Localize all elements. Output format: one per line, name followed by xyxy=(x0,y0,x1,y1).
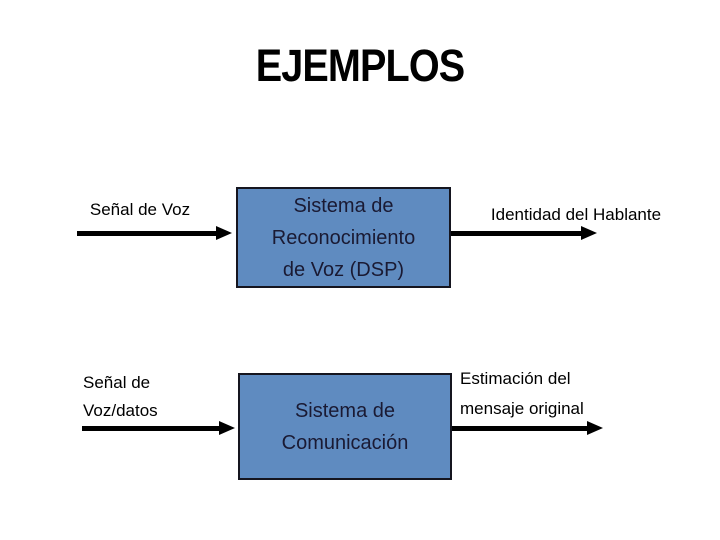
arrow-shaft xyxy=(452,425,587,431)
row1-input-arrow xyxy=(77,226,232,240)
row2-input-label: Señal de Voz/datos xyxy=(83,369,158,425)
row1-output-arrow xyxy=(451,226,597,240)
arrow-head-icon xyxy=(581,226,597,240)
arrow-head-icon xyxy=(587,421,603,435)
row2-output-label-line: mensaje original xyxy=(460,399,584,418)
row2-input-label-line: Voz/datos xyxy=(83,401,158,420)
row2-box-line: Comunicación xyxy=(281,431,409,454)
row2-output-label-line: Estimación del xyxy=(460,369,571,388)
row1-input-label-line: Señal de Voz xyxy=(89,200,191,219)
row1-input-label: Señal de Voz xyxy=(57,196,223,224)
arrow-shaft xyxy=(82,425,219,431)
row2-output-arrow xyxy=(452,421,603,435)
row2-input-arrow xyxy=(82,421,235,435)
arrow-head-icon xyxy=(216,226,232,240)
row2-box-line: Sistema de xyxy=(294,399,396,422)
row1-output-label-line: Identidad del Hablante xyxy=(490,205,662,224)
row1-box-line: de Voz (DSP) xyxy=(282,258,405,281)
page-title: EJEMPLOS xyxy=(255,40,465,91)
row2-input-label-line: Señal de xyxy=(83,373,151,392)
row1-output-label: Identidad del Hablante xyxy=(460,201,692,229)
row1-box-line: Sistema de xyxy=(293,194,394,217)
row1-process-box: Sistema de Reconocimiento de Voz (DSP) xyxy=(236,187,451,288)
row2-output-label: Estimación del mensaje original xyxy=(460,364,584,424)
arrow-head-icon xyxy=(219,421,235,435)
row1-box-line: Reconocimiento xyxy=(271,226,416,249)
row2-process-box: Sistema de Comunicación xyxy=(238,373,452,480)
arrow-shaft xyxy=(77,230,216,236)
arrow-shaft xyxy=(451,230,581,236)
